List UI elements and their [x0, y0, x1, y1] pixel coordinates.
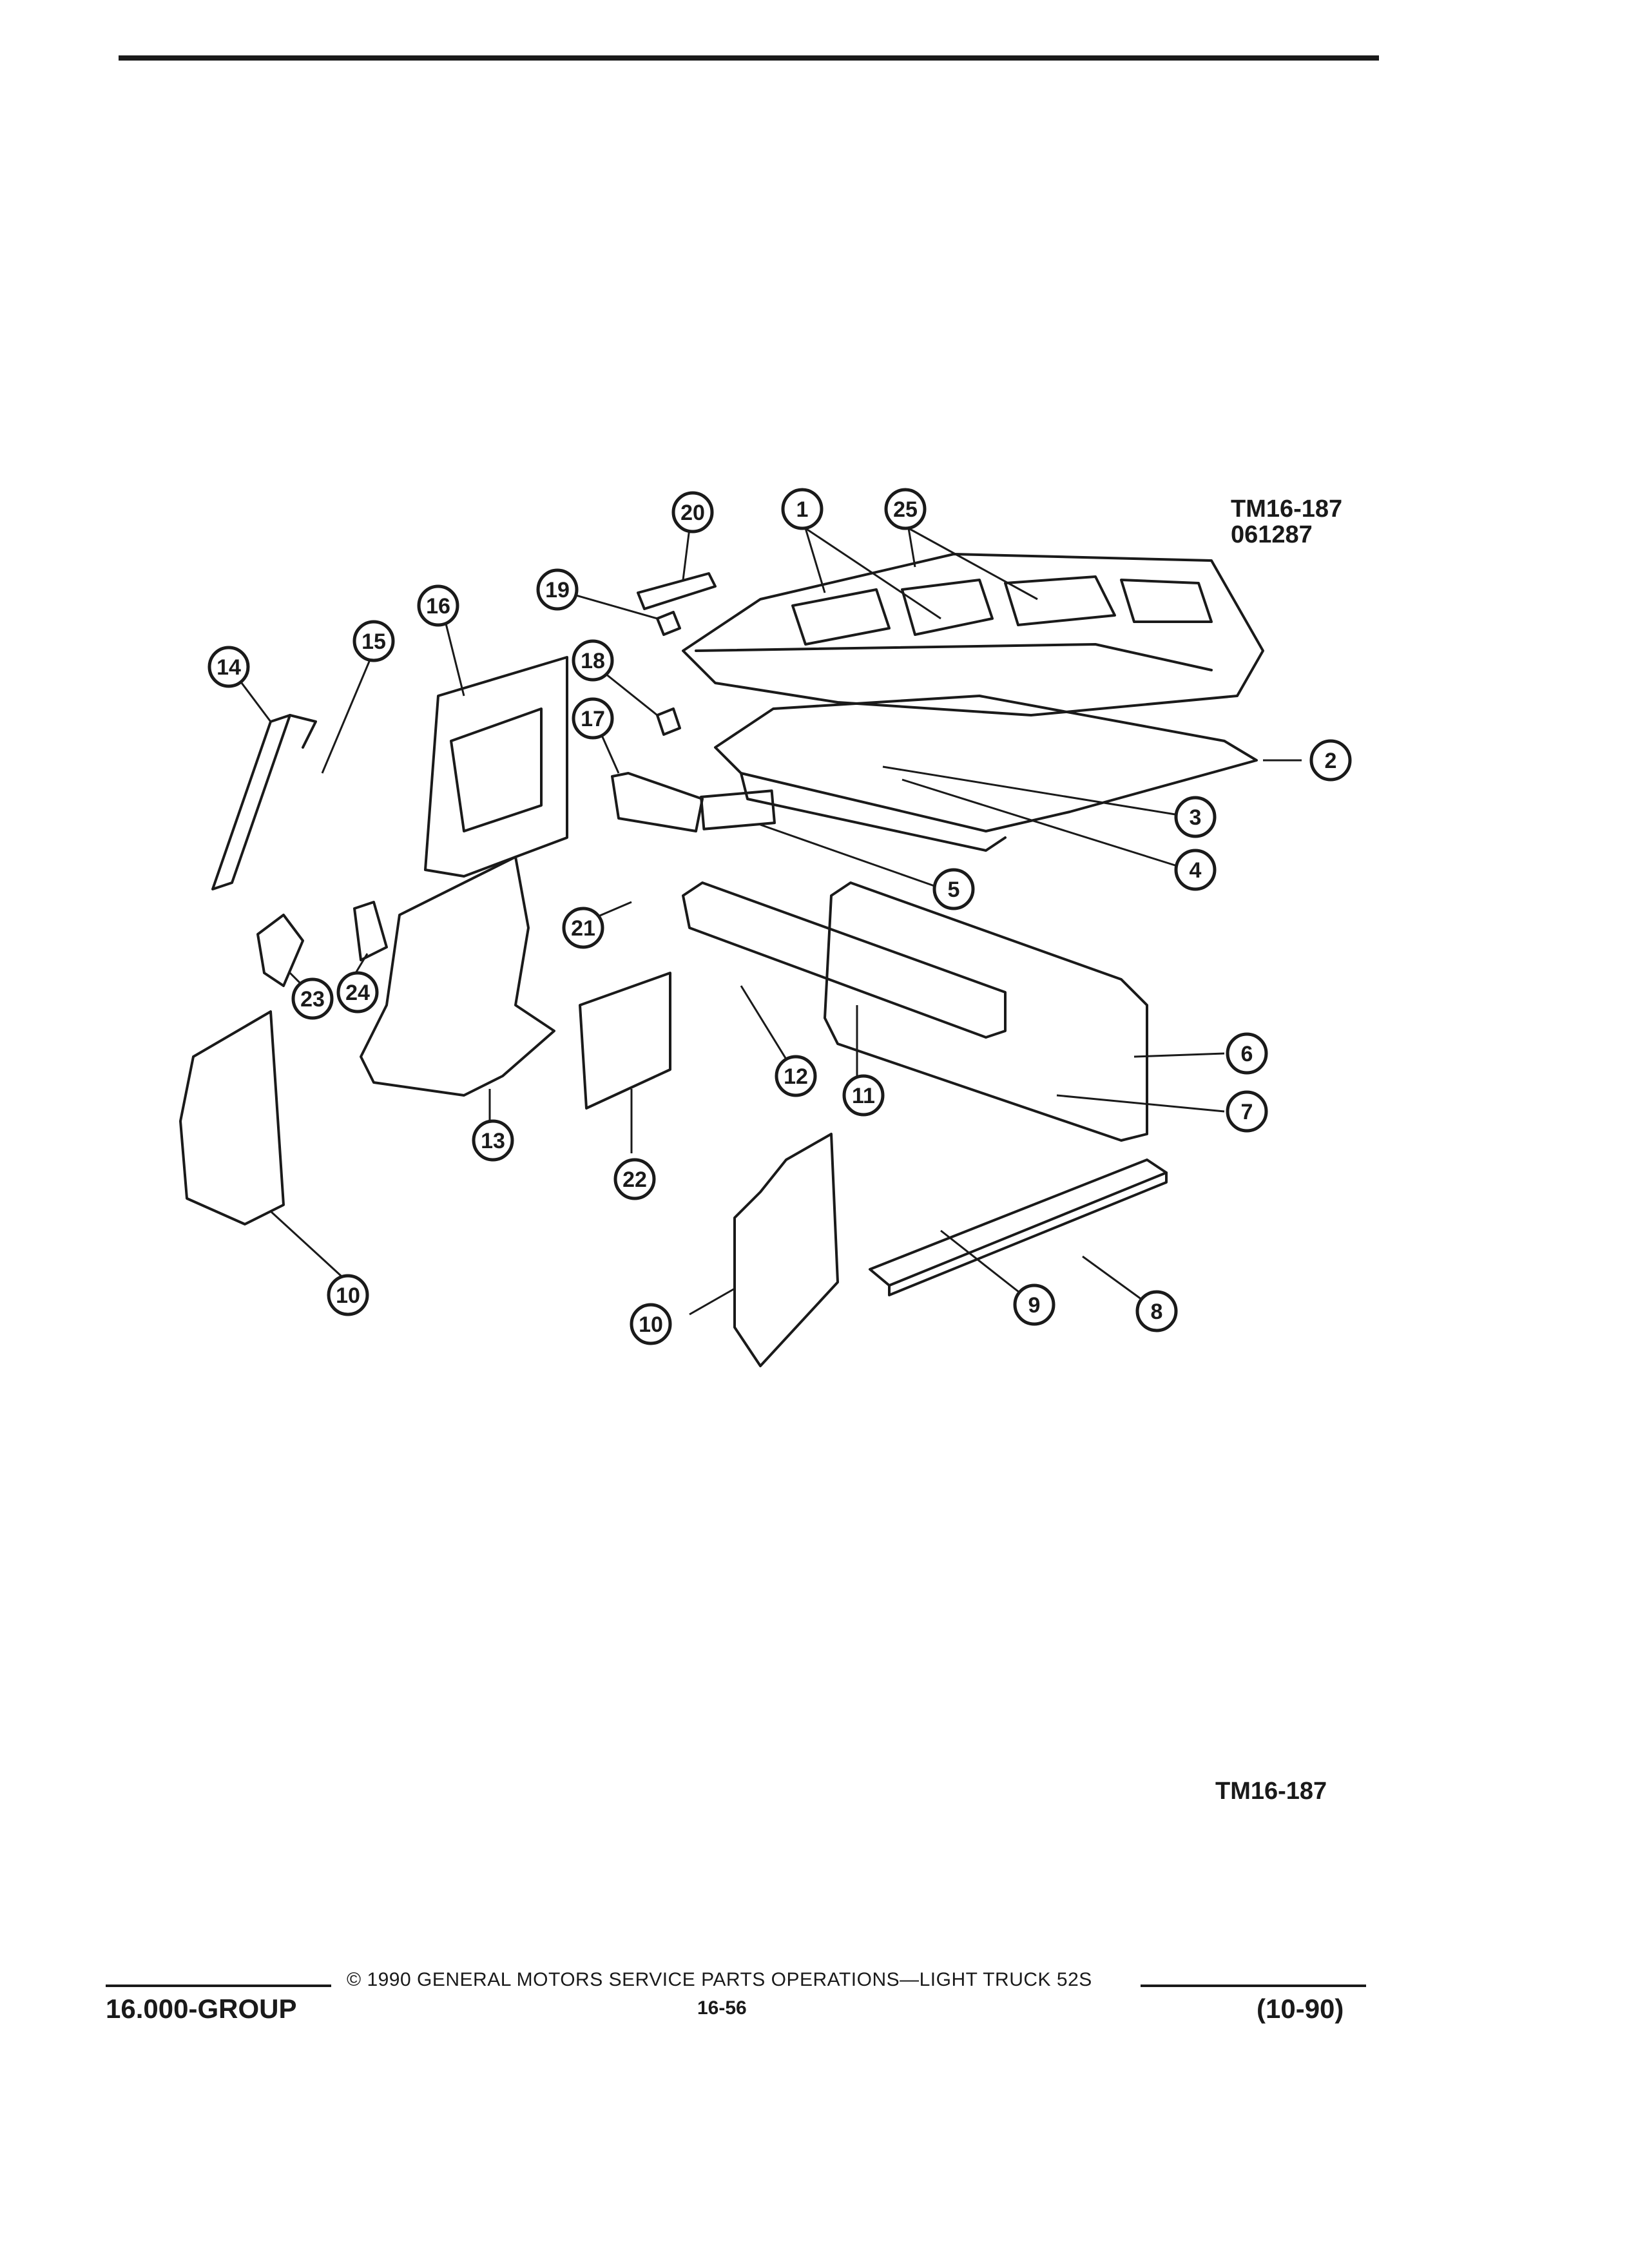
callout-number: 10 [639, 1312, 663, 1337]
callout-6: 6 [1226, 1032, 1268, 1075]
cover-22 [579, 972, 671, 1110]
callout-3: 3 [1174, 796, 1217, 838]
callout-number: 5 [948, 878, 960, 902]
footer-rule-right [1141, 1984, 1366, 1987]
callout-number: 19 [545, 578, 570, 602]
callout-10-center: 10 [630, 1303, 672, 1345]
footer-date: (10-90) [1257, 1994, 1344, 2024]
callout-number: 25 [893, 497, 918, 522]
sill-plate [869, 1158, 1168, 1296]
callout-number: 24 [345, 981, 370, 1005]
callout-number: 13 [481, 1129, 505, 1153]
callout-12: 12 [775, 1055, 817, 1097]
callout-number: 15 [361, 629, 386, 654]
rear-trim-panel [824, 881, 1148, 1142]
callout-number: 16 [426, 594, 450, 619]
callout-number: 17 [581, 707, 605, 731]
top-rule [119, 55, 1379, 61]
callout-number: 3 [1190, 805, 1202, 830]
figure-ref-top: TM16-187 [1231, 495, 1343, 523]
roof-panel [682, 553, 1264, 716]
leader-lines [231, 527, 1302, 1316]
callout-19: 19 [536, 568, 579, 611]
handle-20 [637, 572, 717, 610]
callout-17: 17 [572, 697, 614, 740]
callout-5: 5 [932, 868, 975, 910]
callout-number: 6 [1241, 1042, 1253, 1066]
callout-number: 11 [852, 1084, 875, 1108]
callout-25: 25 [884, 488, 927, 530]
figure-date: 061287 [1231, 521, 1313, 548]
callout-number: 2 [1325, 749, 1337, 773]
callout-24: 24 [336, 971, 379, 1014]
callout-number: 10 [336, 1283, 360, 1308]
figure-ref-block: TM16-187 061287 [1231, 496, 1342, 548]
callout-number: 7 [1241, 1100, 1253, 1124]
lower-trim-10-left [179, 1010, 285, 1225]
callout-11: 11 [842, 1074, 885, 1117]
callout-number: 22 [622, 1168, 647, 1192]
callout-number: 12 [784, 1064, 808, 1089]
callout-13: 13 [472, 1119, 514, 1162]
bracket-23 [256, 914, 304, 987]
footer-page-number: 16-56 [697, 1997, 747, 2019]
callout-23: 23 [291, 977, 334, 1020]
headliner-panel [714, 695, 1258, 852]
quarter-trim-16 [424, 656, 568, 878]
footer-group: 16.000-GROUP [106, 1994, 297, 2024]
wheelhouse-trim-13 [360, 856, 555, 1097]
callout-8: 8 [1135, 1290, 1178, 1332]
callout-number: 20 [680, 501, 705, 525]
callout-18: 18 [572, 639, 614, 682]
callout-14: 14 [207, 646, 250, 688]
callout-number: 18 [581, 649, 605, 673]
callout-4: 4 [1174, 849, 1217, 891]
callout-number: 9 [1028, 1293, 1041, 1318]
callout-1: 1 [781, 488, 824, 530]
trim-strip [682, 881, 1007, 1039]
footer-copyright: © 1990 GENERAL MOTORS SERVICE PARTS OPER… [347, 1969, 1092, 1990]
figure-ref-bottom: TM16-187 [1215, 1778, 1327, 1805]
bracket-17 [611, 772, 704, 832]
callout-number: 21 [571, 916, 595, 941]
callout-number: 23 [300, 987, 325, 1012]
callout-20: 20 [671, 491, 714, 533]
callout-number: 1 [796, 497, 809, 522]
footer-rule-left [106, 1984, 331, 1987]
callout-number: 4 [1190, 858, 1202, 883]
callout-2: 2 [1309, 739, 1352, 782]
clip-18 [656, 707, 681, 736]
callout-15: 15 [352, 620, 395, 662]
callout-16: 16 [417, 584, 459, 627]
callout-7: 7 [1226, 1090, 1268, 1133]
pillar-trim-14 [211, 714, 317, 890]
callout-10-left: 10 [327, 1274, 369, 1316]
visor-panel [700, 789, 776, 831]
lower-trim-10-center [733, 1133, 839, 1367]
cap-19 [656, 611, 681, 636]
callout-9: 9 [1013, 1283, 1055, 1326]
callout-22: 22 [613, 1158, 656, 1200]
bracket-24 [353, 901, 388, 961]
callout-number: 14 [217, 655, 241, 680]
callout-number: 8 [1151, 1300, 1163, 1324]
callout-21: 21 [562, 907, 604, 949]
